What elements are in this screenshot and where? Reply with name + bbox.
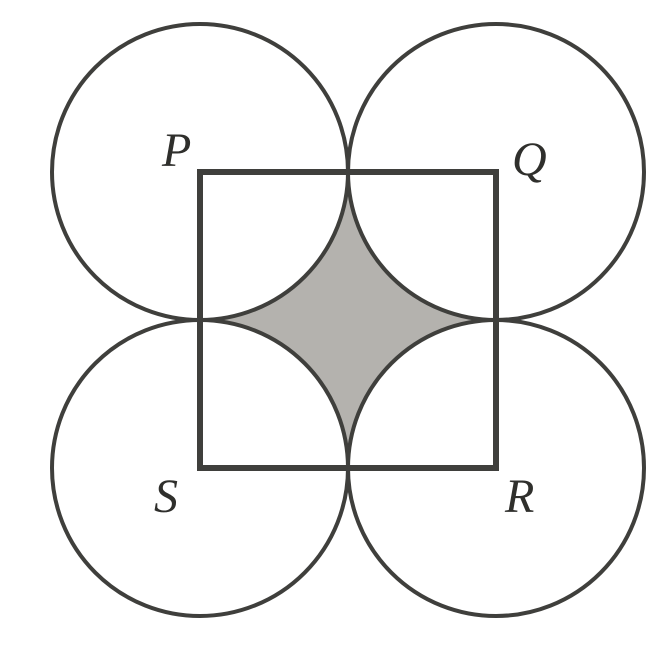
- shaded-region: [200, 172, 496, 468]
- label-p: P: [161, 124, 191, 177]
- label-q: Q: [512, 133, 547, 186]
- label-s: S: [154, 470, 178, 523]
- square-pqrs: [197, 169, 499, 471]
- label-r: R: [504, 470, 534, 523]
